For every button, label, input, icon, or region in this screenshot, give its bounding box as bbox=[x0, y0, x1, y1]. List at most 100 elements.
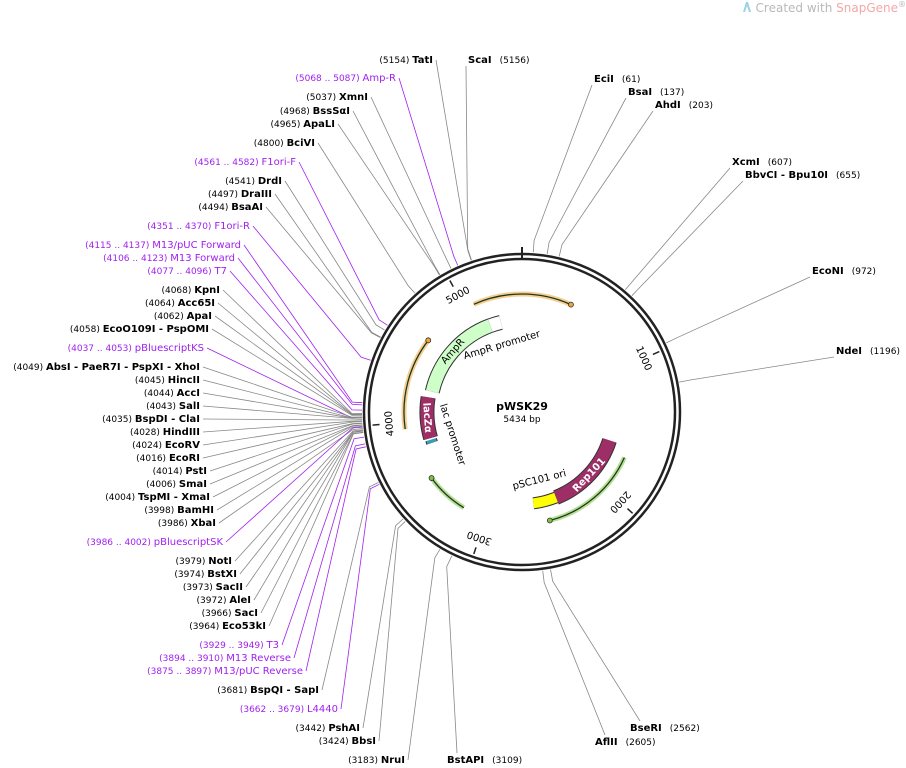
leader-line bbox=[216, 425, 363, 511]
site-name: NotI bbox=[208, 556, 232, 567]
leader-line bbox=[284, 180, 385, 331]
feature-site-label: (4106 .. 4123) M13 Forward bbox=[103, 253, 235, 264]
primer-arc-glow bbox=[429, 476, 466, 510]
leader-line bbox=[666, 276, 811, 344]
site-label: ScaI(5156) bbox=[468, 55, 530, 66]
ruler-tick bbox=[372, 423, 380, 426]
site-labels: EciI(61)BsaI(137)AhdI(203)XcmI(607)BbvCI… bbox=[13, 55, 900, 766]
primer-arc-head bbox=[428, 475, 435, 481]
site-name: SalI bbox=[179, 401, 200, 412]
leader-line bbox=[265, 206, 381, 338]
ruler-tick-label: 3000 bbox=[466, 528, 494, 547]
site-name: AccI bbox=[177, 388, 200, 399]
site-name: HindIII bbox=[163, 427, 200, 438]
leader-line bbox=[202, 420, 363, 433]
site-position: (5156) bbox=[500, 56, 530, 66]
leader-line bbox=[274, 193, 381, 338]
leader-line bbox=[631, 180, 744, 296]
site-name: BspQI - SapI bbox=[250, 685, 319, 696]
leader-line bbox=[260, 431, 364, 614]
leader-line bbox=[407, 549, 441, 761]
site-name: XmnI bbox=[339, 92, 368, 103]
site-position: (4044) bbox=[144, 389, 177, 399]
leader-line bbox=[202, 418, 363, 421]
leader-line bbox=[446, 555, 458, 754]
watermark-mark: ® bbox=[898, 0, 906, 9]
site-position: (4965) bbox=[270, 120, 303, 130]
site-name: pBluescriptKS bbox=[135, 343, 204, 354]
feature-site-label: (3929 .. 3949) T3 bbox=[199, 640, 279, 651]
site-name: HincII bbox=[168, 375, 200, 386]
site-label: AhdI(203) bbox=[655, 100, 713, 111]
cut-site-label: (4049) AbsI - PaeR7I - PspXI - XhoI bbox=[13, 362, 200, 373]
site-position: (4028) bbox=[130, 428, 163, 438]
site-name: T3 bbox=[266, 640, 279, 651]
site-position: (61) bbox=[622, 75, 640, 85]
site-position: (3972) bbox=[197, 596, 230, 606]
site-name: BbsI bbox=[352, 736, 376, 747]
plasmid-size: 5434 bp bbox=[503, 415, 540, 425]
site-position: (1196) bbox=[870, 347, 900, 357]
site-name: BssSαI bbox=[313, 106, 350, 117]
site-position: (3875 .. 3897) bbox=[147, 667, 214, 677]
primer-arc bbox=[549, 457, 625, 522]
cut-site-label: (4043) SalI bbox=[146, 401, 200, 412]
ruler-tick bbox=[449, 280, 454, 287]
cut-site-label: (3964) Eco53kI bbox=[189, 621, 266, 632]
site-position: (3109) bbox=[492, 756, 522, 766]
leader-line bbox=[298, 161, 388, 326]
site-position: (4058) bbox=[70, 325, 103, 335]
cut-site-label: (3966) SacI bbox=[202, 608, 258, 619]
site-name: PshAI bbox=[328, 723, 360, 734]
primer-arc bbox=[473, 293, 572, 306]
cut-site-label: (3183) NruI bbox=[348, 755, 405, 766]
site-position: (3998) bbox=[144, 506, 177, 516]
leader-line bbox=[222, 289, 363, 414]
snapgene-logo-icon bbox=[742, 1, 752, 13]
watermark-brand: SnapGene bbox=[836, 1, 898, 15]
feature-site-label: (3986 .. 4002) pBluescriptSK bbox=[87, 537, 224, 548]
site-name: TatI bbox=[412, 55, 433, 66]
site-position: (4541) bbox=[225, 177, 258, 187]
primer-arc bbox=[403, 339, 429, 430]
ruler-tick bbox=[473, 547, 477, 555]
site-position: (3681) bbox=[217, 686, 250, 696]
cut-site-label: (4968) BssSαI bbox=[280, 106, 350, 117]
leader-line bbox=[435, 59, 472, 261]
leader-line bbox=[293, 443, 366, 659]
cut-site-label: (4024) EcoRV bbox=[132, 440, 200, 451]
site-position: (4016) bbox=[136, 454, 169, 464]
site-name: AflII bbox=[595, 737, 618, 748]
primer-arc-head bbox=[568, 301, 574, 308]
leader-line bbox=[209, 424, 363, 485]
cut-site-label: (3681) BspQI - SapI bbox=[217, 685, 319, 696]
leader-line bbox=[317, 142, 416, 294]
leader-line bbox=[214, 315, 363, 416]
primer-arc-head bbox=[425, 337, 432, 344]
site-name: PstI bbox=[185, 466, 207, 477]
site-name: EcoO109I - PspOMI bbox=[103, 324, 209, 335]
site-label: BbvCI - Bpu10I(655) bbox=[745, 170, 860, 181]
site-position: (4043) bbox=[146, 402, 179, 412]
feature-arc bbox=[488, 316, 503, 332]
site-name: EcoRI bbox=[169, 453, 200, 464]
site-label: AflII(2605) bbox=[595, 737, 656, 748]
site-position: (4800) bbox=[254, 139, 287, 149]
site-position: (655) bbox=[836, 171, 860, 181]
site-name: BamHI bbox=[177, 505, 214, 516]
site-position: (4049) bbox=[13, 363, 46, 373]
site-name: BstXI bbox=[207, 569, 237, 580]
site-position: (3986 .. 4002) bbox=[87, 538, 154, 548]
site-position: (3973) bbox=[183, 583, 216, 593]
site-name: ApaLI bbox=[303, 119, 335, 130]
site-name: M13/pUC Reverse bbox=[214, 666, 303, 677]
site-name: T7 bbox=[214, 266, 227, 277]
site-name: DrdI bbox=[258, 176, 282, 187]
leader-line bbox=[340, 483, 380, 710]
leader-line bbox=[465, 65, 472, 261]
leader-line bbox=[305, 446, 366, 672]
cut-site-label: (4068) KpnI bbox=[161, 285, 220, 296]
site-position: (607) bbox=[768, 158, 792, 168]
cut-site-label: (4035) BspDI - ClaI bbox=[102, 414, 200, 425]
leader-line bbox=[398, 77, 459, 266]
